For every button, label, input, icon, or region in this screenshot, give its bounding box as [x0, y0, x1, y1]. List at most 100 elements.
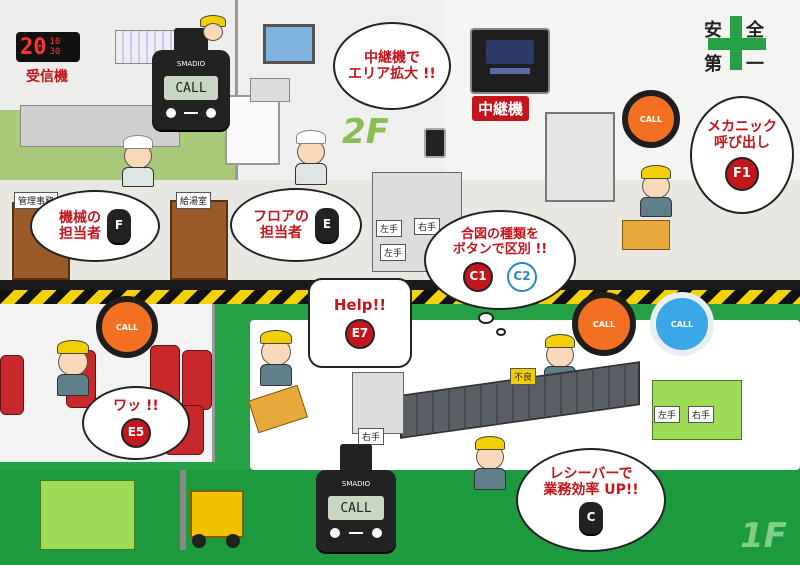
- bubble-machine-code: F: [114, 218, 124, 233]
- barrel-1: [0, 355, 24, 415]
- relay-line-2: エリア拡大 !!: [348, 66, 436, 82]
- thought-dot-2: [496, 328, 506, 336]
- pager-brand: SMADIO: [341, 480, 371, 488]
- safety-char-3: 第: [704, 54, 722, 75]
- forklift-body: [190, 490, 244, 538]
- receiver-bubble-code: C: [586, 510, 596, 525]
- call-button-orange-line: CALL: [572, 292, 636, 356]
- worker-upper-left: [118, 135, 158, 187]
- code-badge-c2: C2: [507, 261, 537, 292]
- pager-button-dash: [184, 112, 198, 114]
- call-button-blue-line: CALL: [650, 292, 714, 356]
- worker-surprised: [52, 340, 94, 396]
- shelf-label-4: 右手: [358, 428, 385, 445]
- relay-unit-on-wall: [424, 128, 446, 158]
- forklift-wheel-front: [192, 534, 206, 548]
- mini-pager-icon: F: [107, 209, 131, 243]
- wrist-pager-bottom: SMADIO CALL: [316, 444, 396, 552]
- relay-line-1: 中継機で: [364, 49, 420, 66]
- safety-char-1: 安: [704, 20, 722, 41]
- bubble-floor-code: E: [322, 217, 332, 232]
- code-badge-mechanic: F1: [725, 157, 759, 192]
- worker-help: [255, 330, 297, 386]
- worker-top-corner: [200, 15, 226, 55]
- receiver-label: 受信機: [26, 69, 68, 85]
- mini-pager-icon: C: [579, 502, 603, 535]
- speech-bubble-relay: 中継機で エリア拡大 !!: [333, 22, 451, 110]
- receiver-bubble-line-1: レシーバーで: [549, 465, 633, 482]
- mini-pager-icon: E: [315, 208, 339, 242]
- speech-bubble-machine: 機械の 担当者 F: [30, 190, 160, 262]
- signals-line-1: 合図の種類を: [460, 227, 539, 243]
- worker-ok: [470, 436, 510, 490]
- speech-bubble-wah: ワッ !! E5: [82, 386, 190, 460]
- safety-char-4: 一: [746, 54, 764, 75]
- receiver-small-top: 10: [49, 37, 61, 47]
- worker-mechanic-area: [636, 165, 676, 217]
- bubble-floor-line-2: 担当者: [260, 225, 302, 241]
- kitchen-sign: 給湯室: [176, 192, 212, 209]
- pager-screen: CALL: [328, 496, 384, 520]
- kitchen-door: [170, 200, 228, 280]
- pallet-left: [40, 480, 135, 550]
- safety-cross-horizontal: [708, 38, 766, 50]
- pager-buttons: [330, 528, 382, 540]
- receiver-number: 20: [20, 34, 47, 60]
- pager-brand: SMADIO: [176, 60, 206, 68]
- shelf-label-defect: 不良: [510, 368, 537, 385]
- bubble-floor-line-1: フロアの: [253, 208, 309, 225]
- speech-bubble-floor: フロアの 担当者 E: [230, 188, 362, 262]
- relay-buttons: [490, 68, 530, 74]
- bubble-machine-line-2: 担当者: [59, 226, 101, 242]
- bubble-machine-line-1: 機械の: [59, 209, 101, 226]
- shelf-label-1: 左手: [376, 220, 403, 237]
- wrist-pager-top: SMADIO CALL: [152, 28, 230, 130]
- barrel-3: [182, 350, 212, 410]
- window: [263, 24, 315, 64]
- safety-sign: 安 全 第 一: [702, 14, 772, 75]
- pager-button-right: [372, 528, 382, 538]
- mechanic-line-2: 呼び出し: [714, 135, 770, 151]
- speech-bubble-mechanic: メカニック 呼び出し F1: [690, 96, 794, 214]
- pager-screen: CALL: [164, 76, 218, 100]
- relay-label: 中継機: [472, 96, 530, 121]
- lower-floor-label: 1F: [740, 516, 787, 556]
- receiver-small-bottom: 30: [49, 47, 61, 57]
- thought-dot-1: [478, 312, 494, 324]
- pager-buttons: [166, 108, 216, 120]
- upper-floor-label: 2F: [342, 112, 389, 152]
- sink: [225, 95, 280, 165]
- help-text: Help!!: [333, 296, 387, 315]
- pager-button-dash: [349, 532, 363, 534]
- code-badge-c1: C1: [463, 261, 493, 292]
- pager-button-left: [166, 108, 176, 118]
- shelf-rack-lower: [352, 372, 404, 434]
- worker-upper-right: [290, 130, 332, 185]
- shelf-label-2: 右手: [414, 218, 441, 235]
- forklift-mast: [180, 470, 186, 550]
- pager-strap: [174, 28, 208, 52]
- barrel-2: [150, 345, 180, 405]
- pager-strap: [340, 444, 372, 472]
- mechanic-line-1: メカニック: [707, 118, 777, 135]
- receiver-bubble-line-2: 業務効率 UP!!: [543, 482, 639, 498]
- safety-char-2: 全: [746, 20, 764, 41]
- stove: [250, 78, 290, 102]
- call-button-storage: CALL: [96, 296, 158, 358]
- receiver-small-digits: 10 30: [50, 37, 61, 57]
- relay-screen: [486, 40, 534, 64]
- speech-bubble-help: Help!! E7: [308, 278, 412, 368]
- forklift: [180, 470, 250, 552]
- relay-unit: [470, 28, 550, 94]
- code-badge-help: E7: [345, 318, 375, 349]
- code-badge-wah: E5: [121, 417, 151, 448]
- shelf-label-6: 右手: [688, 406, 715, 423]
- forklift-wheel-back: [226, 534, 240, 548]
- pager-button-right: [206, 108, 216, 118]
- signals-line-2: ボタンで区別 !!: [452, 242, 548, 257]
- signal-codes: C1 C2: [463, 261, 537, 292]
- speech-bubble-receiver: レシーバーで 業務効率 UP!! C: [516, 448, 666, 552]
- call-button-mechanic: CALL: [622, 90, 680, 148]
- machine-tool: [545, 112, 615, 202]
